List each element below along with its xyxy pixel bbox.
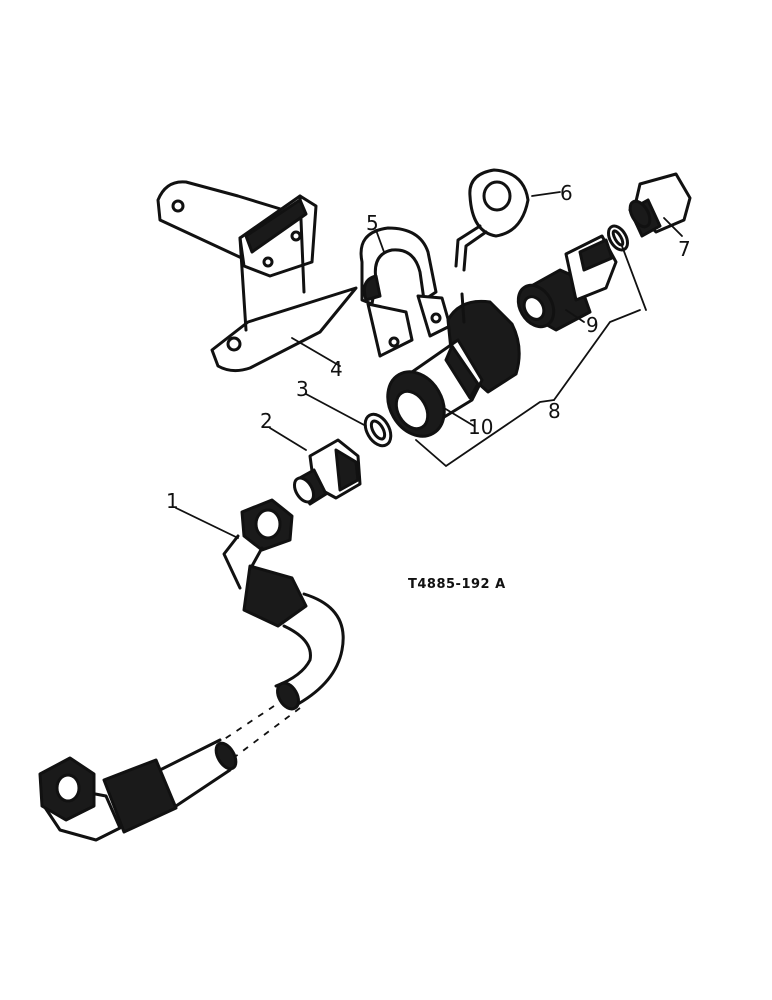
callout-1: 1 (166, 489, 179, 513)
callout-5: 5 (366, 211, 379, 235)
adapter-part (293, 438, 362, 506)
tag-part (454, 168, 530, 272)
callout-9: 9 (586, 313, 599, 337)
nipple-part (516, 234, 618, 332)
callout-6: 6 (560, 181, 573, 205)
coupler-assembly (386, 292, 521, 438)
callout-2: 2 (260, 409, 273, 433)
callout-8: 8 (548, 399, 561, 423)
callout-4: 4 (330, 357, 343, 381)
callout-10: 10 (468, 415, 493, 439)
plug-part (628, 172, 692, 238)
clamp-part (359, 226, 452, 358)
leader-lines (175, 191, 683, 539)
callout-3: 3 (296, 377, 309, 401)
bracket-part (156, 180, 358, 373)
reference-code: T4885-192 A (408, 577, 506, 592)
hose-assembly (38, 498, 345, 842)
callout-7: 7 (678, 237, 691, 261)
